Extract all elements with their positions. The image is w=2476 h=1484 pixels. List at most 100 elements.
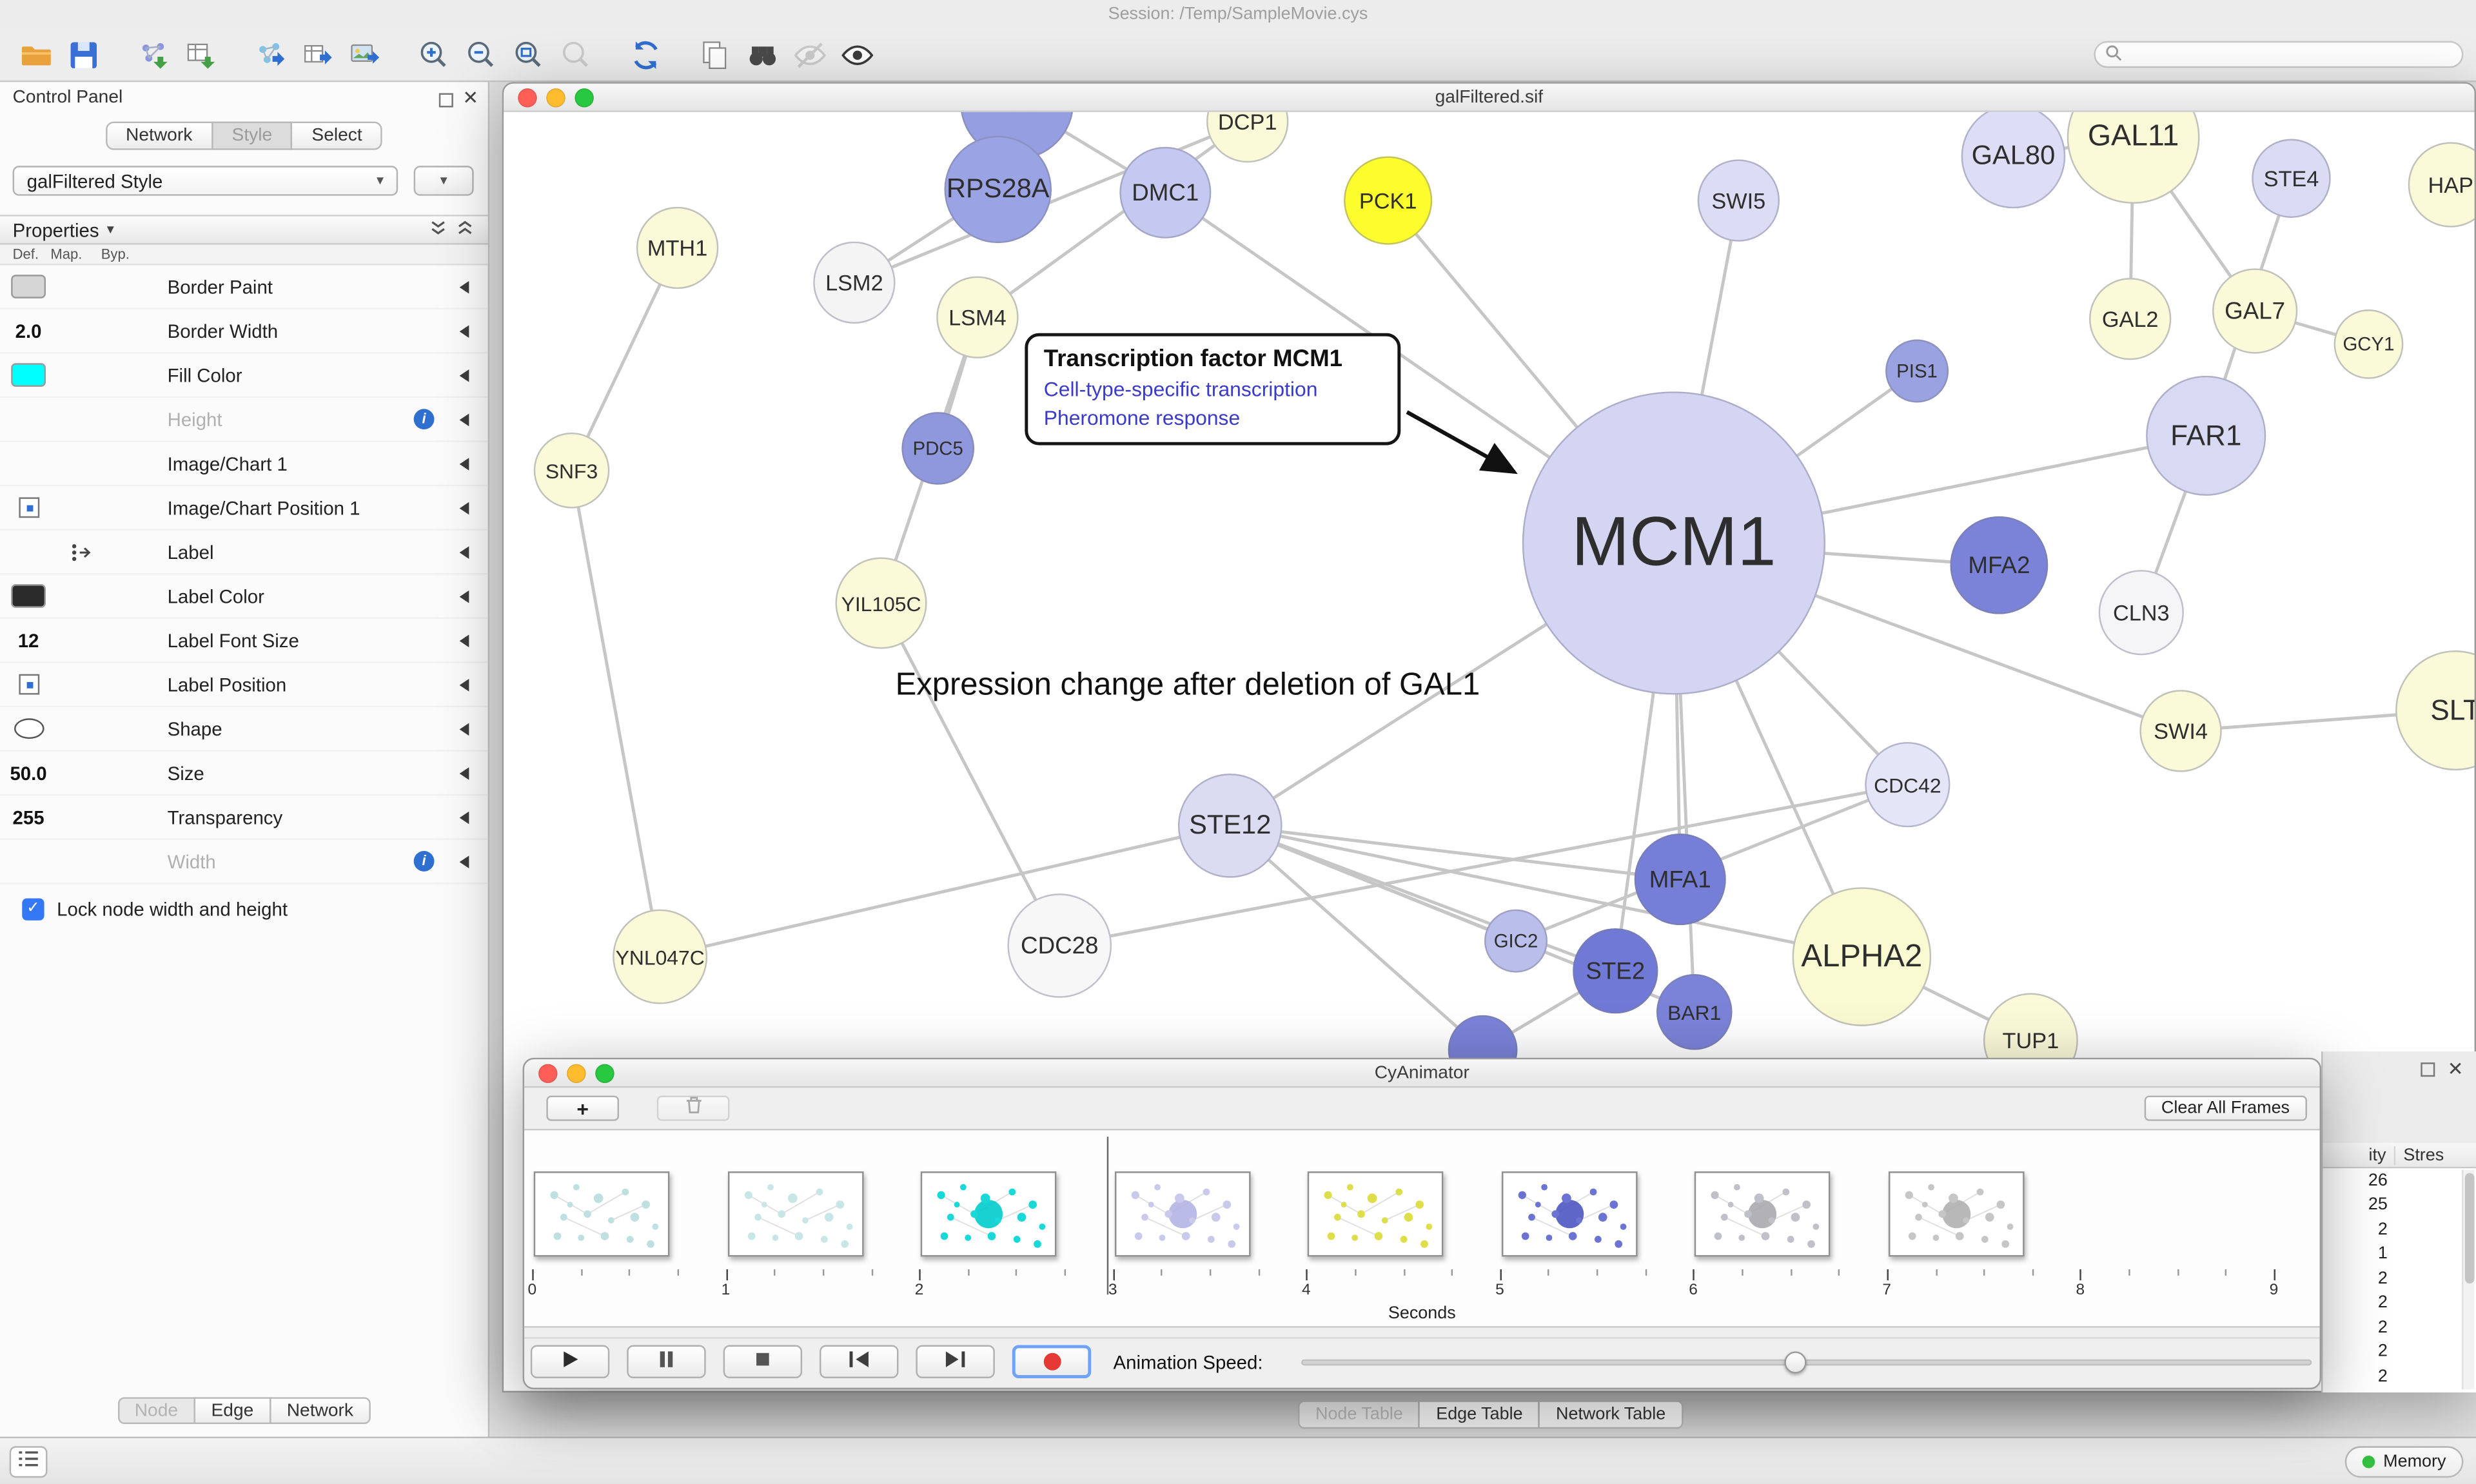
property-row[interactable]: Label xyxy=(0,531,488,575)
minimize-window-icon[interactable] xyxy=(567,1064,586,1084)
property-row[interactable]: Image/Chart 1 xyxy=(0,442,488,487)
network-node-cln3[interactable]: CLN3 xyxy=(2098,570,2184,656)
network-node-ste4[interactable]: STE4 xyxy=(2252,139,2331,218)
collapse-all-icon[interactable] xyxy=(455,217,475,242)
table-column-header[interactable]: Stres xyxy=(2403,1145,2444,1165)
refresh-view-icon[interactable] xyxy=(622,32,669,77)
network-node-mfa2[interactable]: MFA2 xyxy=(1950,516,2049,614)
tab-network-table[interactable]: Network Table xyxy=(1538,1400,1684,1429)
expand-row-arrow-icon[interactable] xyxy=(459,722,469,736)
network-node-ste12[interactable]: STE12 xyxy=(1177,774,1282,878)
table-row[interactable]: 2 xyxy=(2377,1220,2388,1239)
playhead[interactable] xyxy=(1106,1137,1109,1295)
show-panels-button[interactable] xyxy=(9,1446,48,1478)
tab-network[interactable]: Network xyxy=(105,121,213,150)
expand-row-arrow-icon[interactable] xyxy=(459,810,469,824)
tab-edge[interactable]: Edge xyxy=(193,1397,271,1424)
tab-edge-table[interactable]: Edge Table xyxy=(1419,1400,1540,1429)
table-column-header[interactable]: ity xyxy=(2323,1145,2396,1165)
cyanimator-titlebar[interactable]: CyAnimator xyxy=(524,1059,2320,1088)
table-row[interactable]: 25 xyxy=(2368,1195,2388,1215)
network-node-gal7[interactable]: GAL7 xyxy=(2212,268,2298,354)
skip-to-end-button[interactable] xyxy=(916,1345,995,1378)
table-row[interactable]: 1 xyxy=(2377,1244,2388,1264)
export-network-icon[interactable] xyxy=(246,32,293,77)
float-panel-icon[interactable] xyxy=(2421,1061,2435,1076)
expand-row-arrow-icon[interactable] xyxy=(459,634,469,647)
default-value[interactable]: 2.0 xyxy=(15,319,42,342)
scrollbar-thumb[interactable] xyxy=(2464,1173,2475,1284)
expand-row-arrow-icon[interactable] xyxy=(459,324,469,337)
stop-button[interactable] xyxy=(723,1345,803,1378)
color-swatch[interactable] xyxy=(11,584,46,608)
network-node-cdc28[interactable]: CDC28 xyxy=(1007,893,1112,998)
frame-thumb-4[interactable] xyxy=(1308,1171,1444,1257)
properties-header[interactable]: Properties ▾ xyxy=(0,215,488,245)
frame-thumb-5[interactable] xyxy=(1501,1171,1637,1257)
minimize-window-icon[interactable] xyxy=(546,88,565,108)
mapping-icon[interactable] xyxy=(70,541,95,563)
zoom-window-icon[interactable] xyxy=(575,88,594,108)
default-value[interactable]: 50.0 xyxy=(10,761,47,784)
table-row[interactable]: 2 xyxy=(2377,1318,2388,1337)
expand-row-arrow-icon[interactable] xyxy=(459,589,469,603)
style-selector[interactable]: galFiltered Style ▾ xyxy=(12,166,398,196)
position-icon[interactable] xyxy=(18,497,39,518)
expand-row-arrow-icon[interactable] xyxy=(459,545,469,558)
zoom-fit-icon[interactable] xyxy=(506,32,553,77)
frame-thumb-0[interactable] xyxy=(533,1171,670,1257)
network-node-alpha2[interactable]: ALPHA2 xyxy=(1792,887,1932,1026)
annotation-link[interactable]: Cell-type-specific transcription xyxy=(1043,377,1318,402)
import-table-icon[interactable] xyxy=(177,32,224,77)
close-window-icon[interactable] xyxy=(538,1064,558,1084)
network-node-gal2[interactable]: GAL2 xyxy=(2089,278,2172,360)
expand-row-arrow-icon[interactable] xyxy=(459,855,469,868)
network-node-swi5[interactable]: SWI5 xyxy=(1697,159,1780,242)
network-node-lsm2[interactable]: LSM2 xyxy=(813,241,896,324)
expand-row-arrow-icon[interactable] xyxy=(459,456,469,470)
network-node-rps28a[interactable]: RPS28A xyxy=(944,135,1052,244)
zoom-out-icon[interactable] xyxy=(458,32,505,77)
float-panel-icon[interactable] xyxy=(438,93,453,108)
zoom-window-icon[interactable] xyxy=(595,1064,614,1084)
tab-style[interactable]: Style xyxy=(211,121,293,150)
network-node-mfa1[interactable]: MFA1 xyxy=(1634,834,1726,926)
expand-row-arrow-icon[interactable] xyxy=(459,501,469,514)
frame-thumb-3[interactable] xyxy=(1114,1171,1250,1257)
table-row[interactable]: 2 xyxy=(2377,1367,2388,1386)
tab-network-style[interactable]: Network xyxy=(269,1397,371,1424)
network-node-gcy1[interactable]: GCY1 xyxy=(2334,309,2404,379)
property-row[interactable]: Border Paint xyxy=(0,265,488,310)
delete-frame-button[interactable] xyxy=(656,1095,730,1121)
property-row[interactable]: Shape xyxy=(0,707,488,752)
slider-handle[interactable] xyxy=(1785,1351,1807,1373)
expand-row-arrow-icon[interactable] xyxy=(459,280,469,293)
frame-thumb-6[interactable] xyxy=(1695,1171,1831,1257)
network-node-yil105c[interactable]: YIL105C xyxy=(835,557,927,649)
open-session-icon[interactable] xyxy=(13,32,60,77)
network-node-mth1[interactable]: MTH1 xyxy=(636,206,719,289)
style-options-button[interactable]: ▾ xyxy=(413,166,474,196)
network-node-swi4[interactable]: SWI4 xyxy=(2139,690,2222,772)
position-icon[interactable] xyxy=(18,674,39,695)
save-session-icon[interactable] xyxy=(60,32,107,77)
network-node-far1[interactable]: FAR1 xyxy=(2146,375,2266,496)
table-row[interactable]: 2 xyxy=(2377,1269,2388,1288)
pause-button[interactable] xyxy=(627,1345,706,1378)
close-window-icon[interactable] xyxy=(518,88,537,108)
network-window-titlebar[interactable]: galFiltered.sif xyxy=(504,83,2475,112)
property-row[interactable]: Label Position xyxy=(0,663,488,708)
network-node-hap[interactable]: HAP xyxy=(2408,142,2475,228)
export-table-icon[interactable] xyxy=(294,32,341,77)
tab-select[interactable]: Select xyxy=(291,121,383,150)
default-value[interactable]: 255 xyxy=(12,806,44,828)
network-node-ste2[interactable]: STE2 xyxy=(1573,928,1658,1014)
record-button[interactable] xyxy=(1012,1345,1092,1378)
skip-to-start-button[interactable] xyxy=(820,1345,899,1378)
tab-node[interactable]: Node xyxy=(117,1397,196,1424)
export-image-icon[interactable] xyxy=(341,32,388,77)
